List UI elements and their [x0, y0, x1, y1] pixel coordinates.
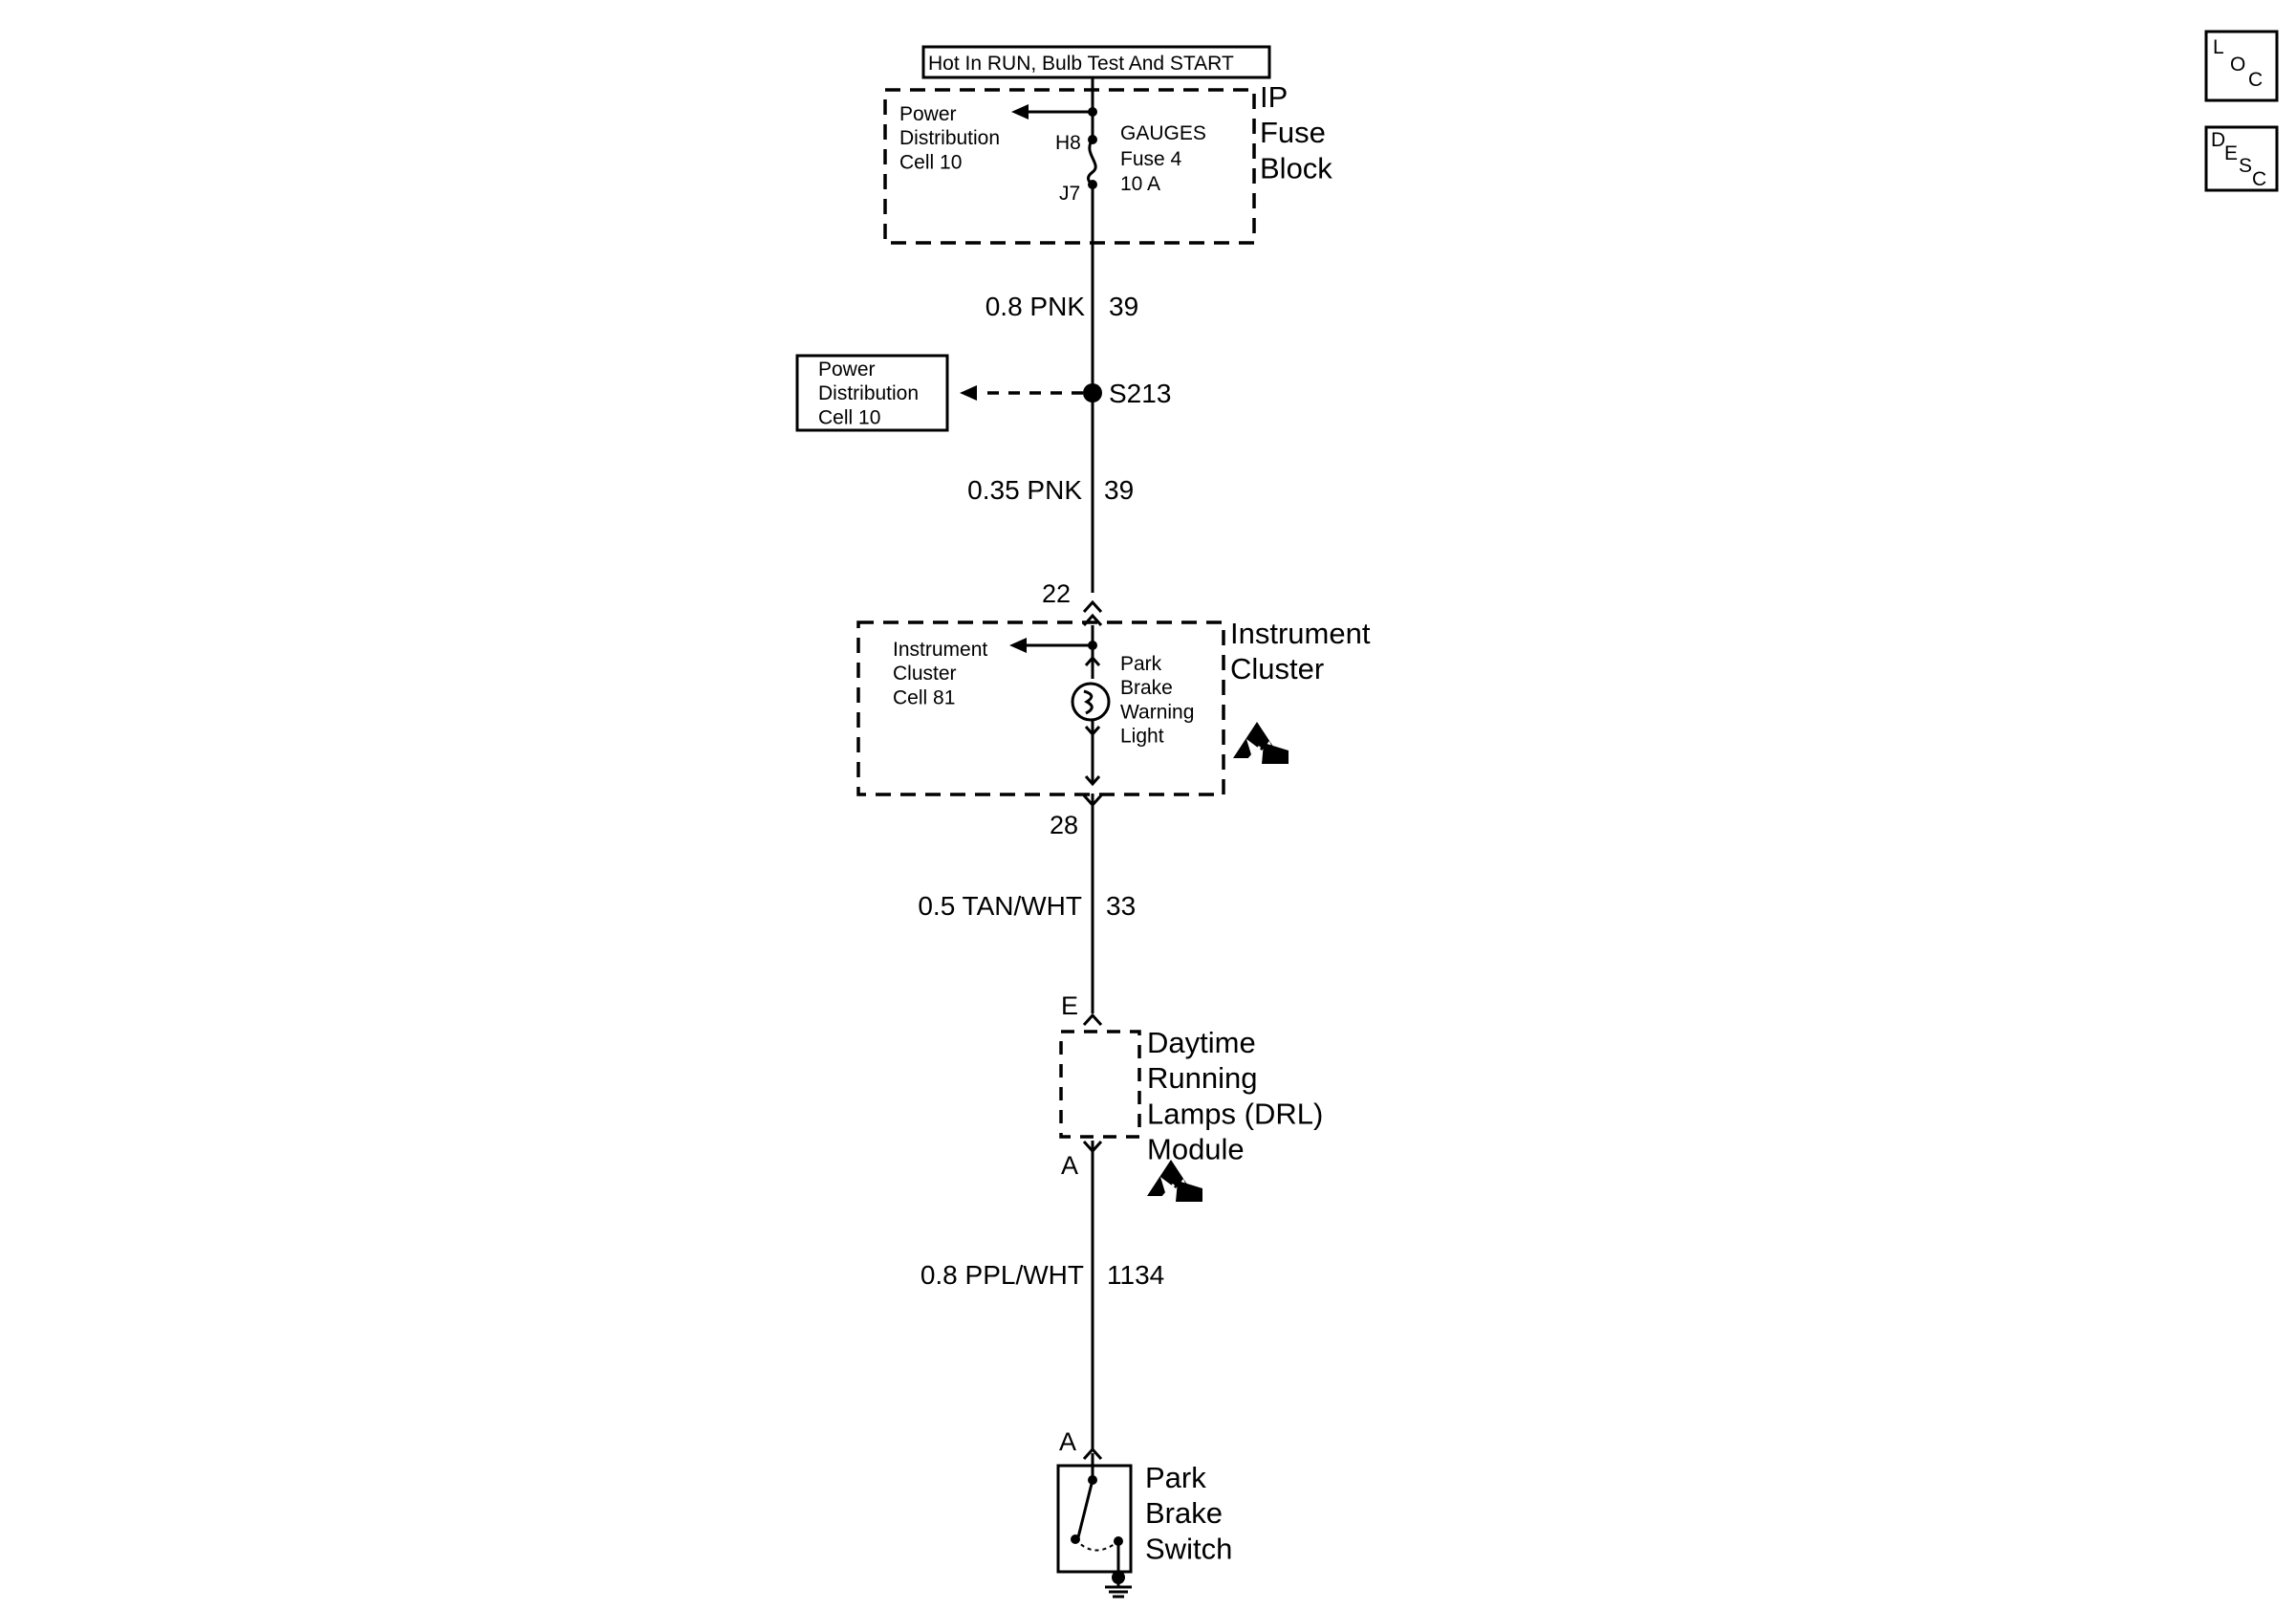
loc-letter-3: C	[2248, 69, 2263, 91]
wire-4-circuit: 1134	[1107, 1260, 1164, 1290]
drl-pin-bottom: A	[1061, 1151, 1078, 1180]
connector-chevron-icon	[1082, 1012, 1103, 1027]
esd-sensitive-icon	[1147, 1160, 1202, 1202]
splice-icon	[1083, 383, 1102, 402]
cluster-pin-bottom: 28	[1050, 811, 1078, 839]
fuse-pin-in: H8	[1055, 132, 1081, 154]
bulb-icon	[1071, 682, 1111, 722]
wire-2-circuit: 39	[1104, 475, 1134, 505]
fuse-rating: 10 A	[1120, 173, 1160, 195]
arrow-left-icon	[1009, 638, 1093, 653]
desc-letter-2: E	[2224, 142, 2238, 164]
arrow-left-icon	[960, 385, 977, 401]
switch-box	[1056, 1464, 1133, 1574]
drl-pin-top: E	[1061, 991, 1078, 1020]
arrow-left-icon	[1011, 104, 1093, 120]
switch-pin: A	[1059, 1427, 1076, 1456]
splice-ref-box	[795, 354, 949, 432]
loc-button[interactable]: L O C	[2204, 30, 2279, 102]
fuse-icon	[1087, 139, 1097, 186]
ground-icon	[1105, 1571, 1132, 1599]
wire-3-label: 0.5 TAN/WHT	[918, 891, 1082, 921]
fuse-number: Fuse 4	[1120, 148, 1182, 170]
desc-letter-1: D	[2211, 129, 2225, 151]
hot-in-label: Hot In RUN, Bulb Test And START	[928, 53, 1234, 75]
connector-chevron-icon	[1082, 794, 1103, 808]
wire-4-label: 0.8 PPL/WHT	[921, 1260, 1084, 1290]
loc-letter-2: O	[2230, 54, 2245, 76]
hot-in-box	[921, 45, 1271, 79]
connector-chevron-icon	[1082, 1447, 1103, 1461]
fuse-pin-out: J7	[1059, 183, 1080, 205]
esd-sensitive-icon	[1233, 722, 1289, 764]
cluster-pin-top: 22	[1042, 579, 1071, 608]
wire-2-label: 0.35 PNK	[967, 475, 1082, 505]
cluster-box	[856, 620, 1225, 796]
desc-letter-4: C	[2252, 168, 2266, 190]
fuse-block-box	[883, 88, 1256, 245]
loc-letter-1: L	[2213, 36, 2224, 58]
wire-3-circuit: 33	[1106, 891, 1136, 921]
drl-module-box	[1059, 1030, 1141, 1139]
connector-chevron-icon	[1082, 1140, 1103, 1154]
wire-1-circuit: 39	[1109, 292, 1138, 321]
desc-button[interactable]: D E S C	[2204, 125, 2279, 192]
fuse-name: GAUGES	[1120, 122, 1206, 144]
switch-icon	[1071, 1468, 1123, 1576]
desc-letter-3: S	[2239, 155, 2252, 177]
splice-name: S213	[1109, 379, 1171, 408]
wire-1-label: 0.8 PNK	[986, 292, 1086, 321]
